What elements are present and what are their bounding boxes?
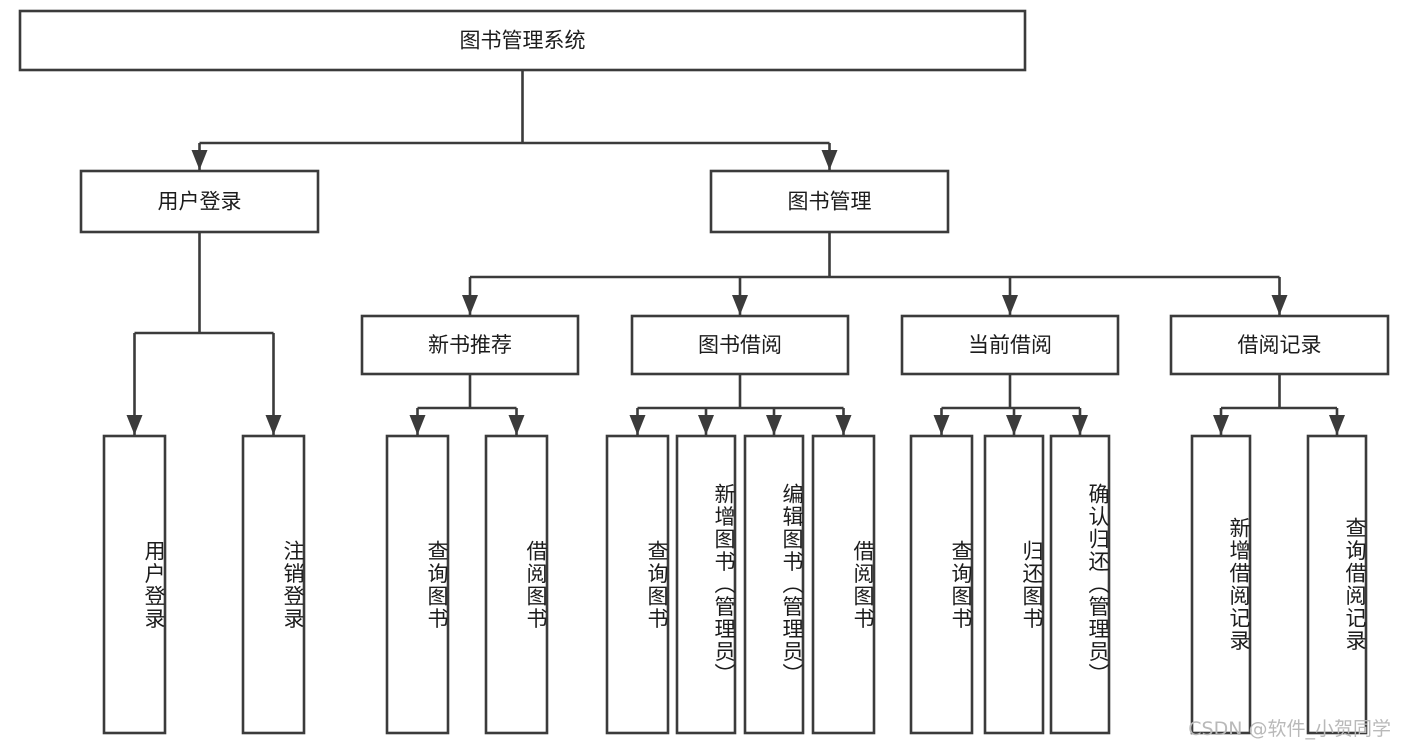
arrow-head-book-borrow-to-leaf-edit-book <box>766 415 782 435</box>
arrow-head-book-borrow-to-leaf-query-book-2 <box>629 415 646 435</box>
node-box-leaf-return-book[interactable] <box>983 434 1045 735</box>
arrow-head-borrow-record-to-leaf-query-record <box>1329 415 1345 435</box>
node-box-leaf-confirm-return[interactable] <box>1049 434 1111 735</box>
arrow-head-root-to-book-manage <box>821 150 838 170</box>
node-label-borrow-record: 借阅记录 <box>1238 333 1322 357</box>
node-box-leaf-logout[interactable] <box>241 434 306 735</box>
arrow-head-root-to-user-login <box>191 150 208 170</box>
arrow-head-borrow-record-to-leaf-add-record <box>1213 415 1229 435</box>
node-label-user-login: 用户登录 <box>158 190 242 214</box>
node-label-current-borrow: 当前借阅 <box>968 333 1052 357</box>
node-box-new-book-recommend[interactable] <box>360 314 580 376</box>
node-box-leaf-query-record[interactable] <box>1306 434 1368 735</box>
node-box-leaf-add-record[interactable] <box>1190 434 1252 735</box>
node-box-leaf-borrow-book-2[interactable] <box>811 434 876 735</box>
arrow-head-user-login-to-leaf-user-login <box>126 415 143 435</box>
arrow-head-book-borrow-to-leaf-add-book <box>698 415 714 435</box>
arrow-head-book-manage-to-borrow-record <box>1271 295 1288 315</box>
node-box-leaf-add-book[interactable] <box>675 434 737 735</box>
node-box-user-login[interactable] <box>79 169 320 234</box>
arrow-head-book-borrow-to-leaf-borrow-book-2 <box>835 415 852 435</box>
node-box-leaf-borrow-book-1[interactable] <box>484 434 549 735</box>
node-box-leaf-user-login[interactable] <box>102 434 167 735</box>
arrow-head-new-book-recommend-to-leaf-query-book-1 <box>409 415 426 435</box>
arrow-head-current-borrow-to-leaf-query-book-3 <box>933 415 950 435</box>
node-box-book-borrow[interactable] <box>630 314 850 376</box>
arrow-head-new-book-recommend-to-leaf-borrow-book-1 <box>508 415 525 435</box>
connector-lines <box>126 70 1345 435</box>
arrow-head-user-login-to-leaf-logout <box>265 415 282 435</box>
arrow-head-book-manage-to-current-borrow <box>1002 295 1018 315</box>
node-box-root[interactable] <box>18 9 1027 72</box>
arrow-head-current-borrow-to-leaf-return-book <box>1006 415 1022 435</box>
arrow-head-book-manage-to-new-book-recommend <box>462 295 478 315</box>
arrow-head-current-borrow-to-leaf-confirm-return <box>1072 415 1088 435</box>
node-label-book-borrow: 图书借阅 <box>698 333 782 357</box>
node-boxes <box>18 9 1390 735</box>
node-label-new-book-recommend: 新书推荐 <box>428 333 512 357</box>
node-box-current-borrow[interactable] <box>900 314 1120 376</box>
node-box-leaf-query-book-3[interactable] <box>909 434 974 735</box>
node-box-borrow-record[interactable] <box>1169 314 1390 376</box>
node-box-leaf-edit-book[interactable] <box>743 434 805 735</box>
node-box-leaf-query-book-2[interactable] <box>605 434 670 735</box>
node-label-root: 图书管理系统 <box>460 29 586 53</box>
watermark-text: CSDN @软件_小贺同学 <box>1188 718 1391 740</box>
node-box-leaf-query-book-1[interactable] <box>385 434 450 735</box>
arrow-head-book-manage-to-book-borrow <box>732 295 748 315</box>
node-box-book-manage[interactable] <box>709 169 950 234</box>
node-label-book-manage: 图书管理 <box>788 190 872 214</box>
